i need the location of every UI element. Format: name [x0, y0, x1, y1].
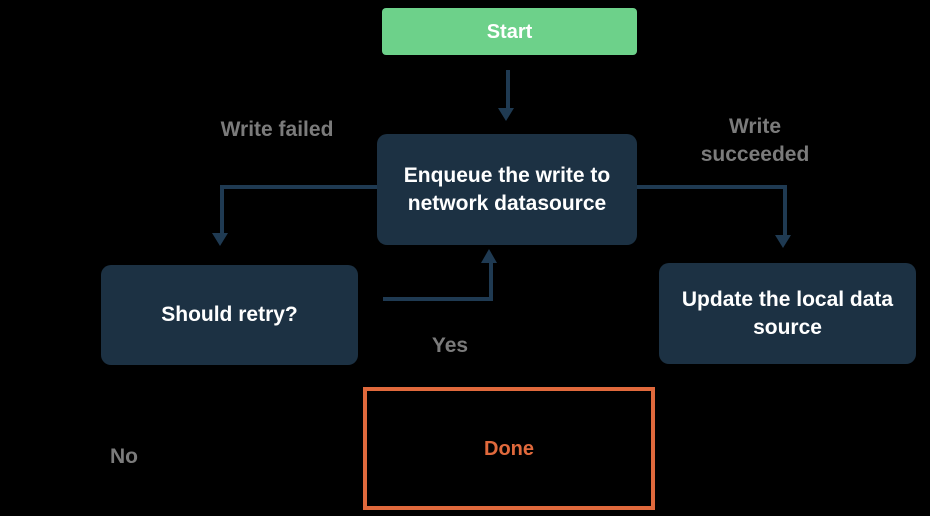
arrowhead-down-icon	[498, 108, 514, 121]
arrow-segment	[383, 297, 493, 301]
arrow-segment	[506, 70, 510, 108]
arrow-segment	[489, 263, 493, 301]
edge-label-no: No	[110, 445, 138, 468]
edge-label-yes: Yes	[431, 334, 469, 357]
arrowhead-up-icon	[481, 249, 497, 263]
arrowhead-down-icon	[212, 233, 228, 246]
arrow-segment	[783, 185, 787, 235]
node-enqueue-write: Enqueue the write to network datasource	[377, 134, 637, 245]
node-update-local-source: Update the local data source	[659, 263, 916, 364]
node-start: Start	[382, 8, 637, 55]
arrowhead-down-icon	[775, 235, 791, 248]
edge-label-write-succeeded: Write succeeded	[700, 115, 810, 166]
arrow-segment	[220, 185, 224, 233]
node-done: Done	[363, 387, 655, 510]
arrow-segment	[220, 185, 377, 189]
arrow-segment	[637, 185, 787, 189]
edge-label-write-failed: Write failed	[220, 118, 334, 141]
node-should-retry: Should retry?	[101, 265, 358, 365]
